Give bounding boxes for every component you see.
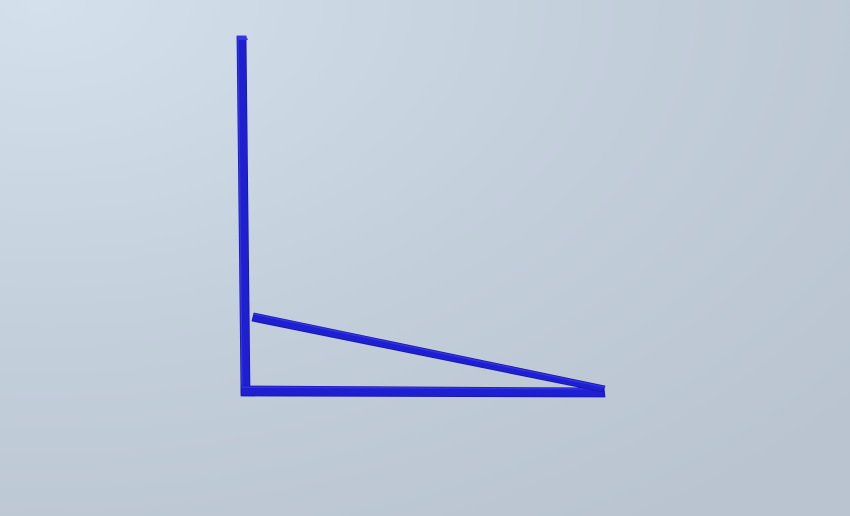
horizontal-beam-edge xyxy=(241,386,604,390)
diagonal-beam[interactable] xyxy=(251,312,606,393)
vertical-beam-edge xyxy=(237,36,243,393)
beam-structure[interactable] xyxy=(236,35,606,398)
vertical-beam-cap xyxy=(237,36,248,40)
horizontal-beam[interactable] xyxy=(240,385,606,398)
diagonal-beam-edge xyxy=(253,313,605,388)
